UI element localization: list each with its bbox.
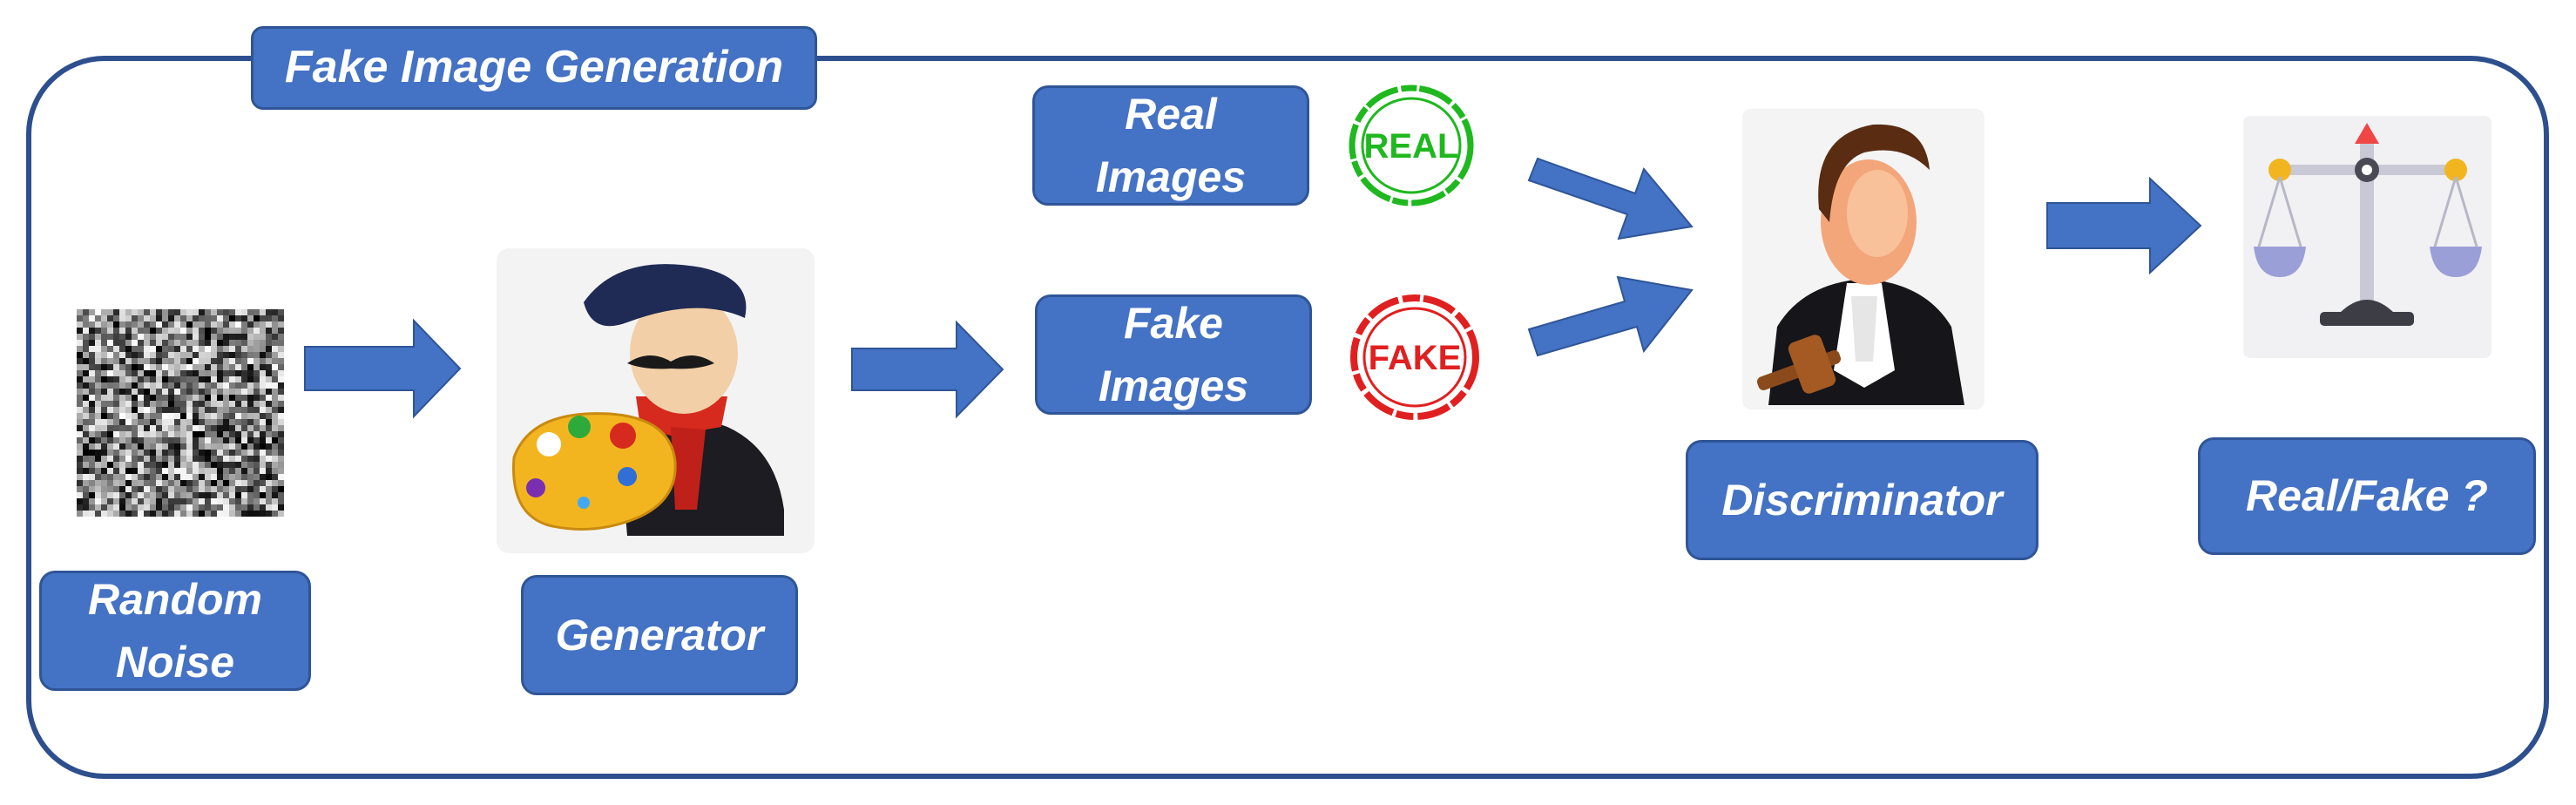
real-images-label: Real Images <box>1032 85 1309 206</box>
arrow-noise-to-generator <box>304 318 462 419</box>
balance-scale-icon <box>2243 116 2491 358</box>
painter-with-palette-icon <box>497 248 815 553</box>
fake-stamp-icon: FAKE <box>1350 294 1479 420</box>
arrow-generator-to-fake-images <box>851 320 1004 419</box>
random-noise-label: Random Noise <box>39 571 311 691</box>
diagram-title: Fake Image Generation <box>251 26 817 110</box>
fake-stamp-text: FAKE <box>1369 339 1462 377</box>
result-label: Real/Fake ? <box>2198 437 2536 555</box>
judge-with-gavel-icon <box>1742 109 1984 409</box>
discriminator-label: Discriminator <box>1686 440 2038 560</box>
generator-label: Generator <box>521 575 798 695</box>
real-stamp-icon: REAL <box>1349 85 1474 206</box>
fake-images-label: Fake Images <box>1035 294 1312 415</box>
random-noise-image <box>77 309 284 517</box>
real-stamp-text: REAL <box>1364 127 1459 166</box>
arrow-discriminator-to-result <box>2046 176 2202 275</box>
arrow-fake-to-discriminator <box>1527 275 1694 357</box>
arrow-real-to-discriminator <box>1527 157 1694 240</box>
